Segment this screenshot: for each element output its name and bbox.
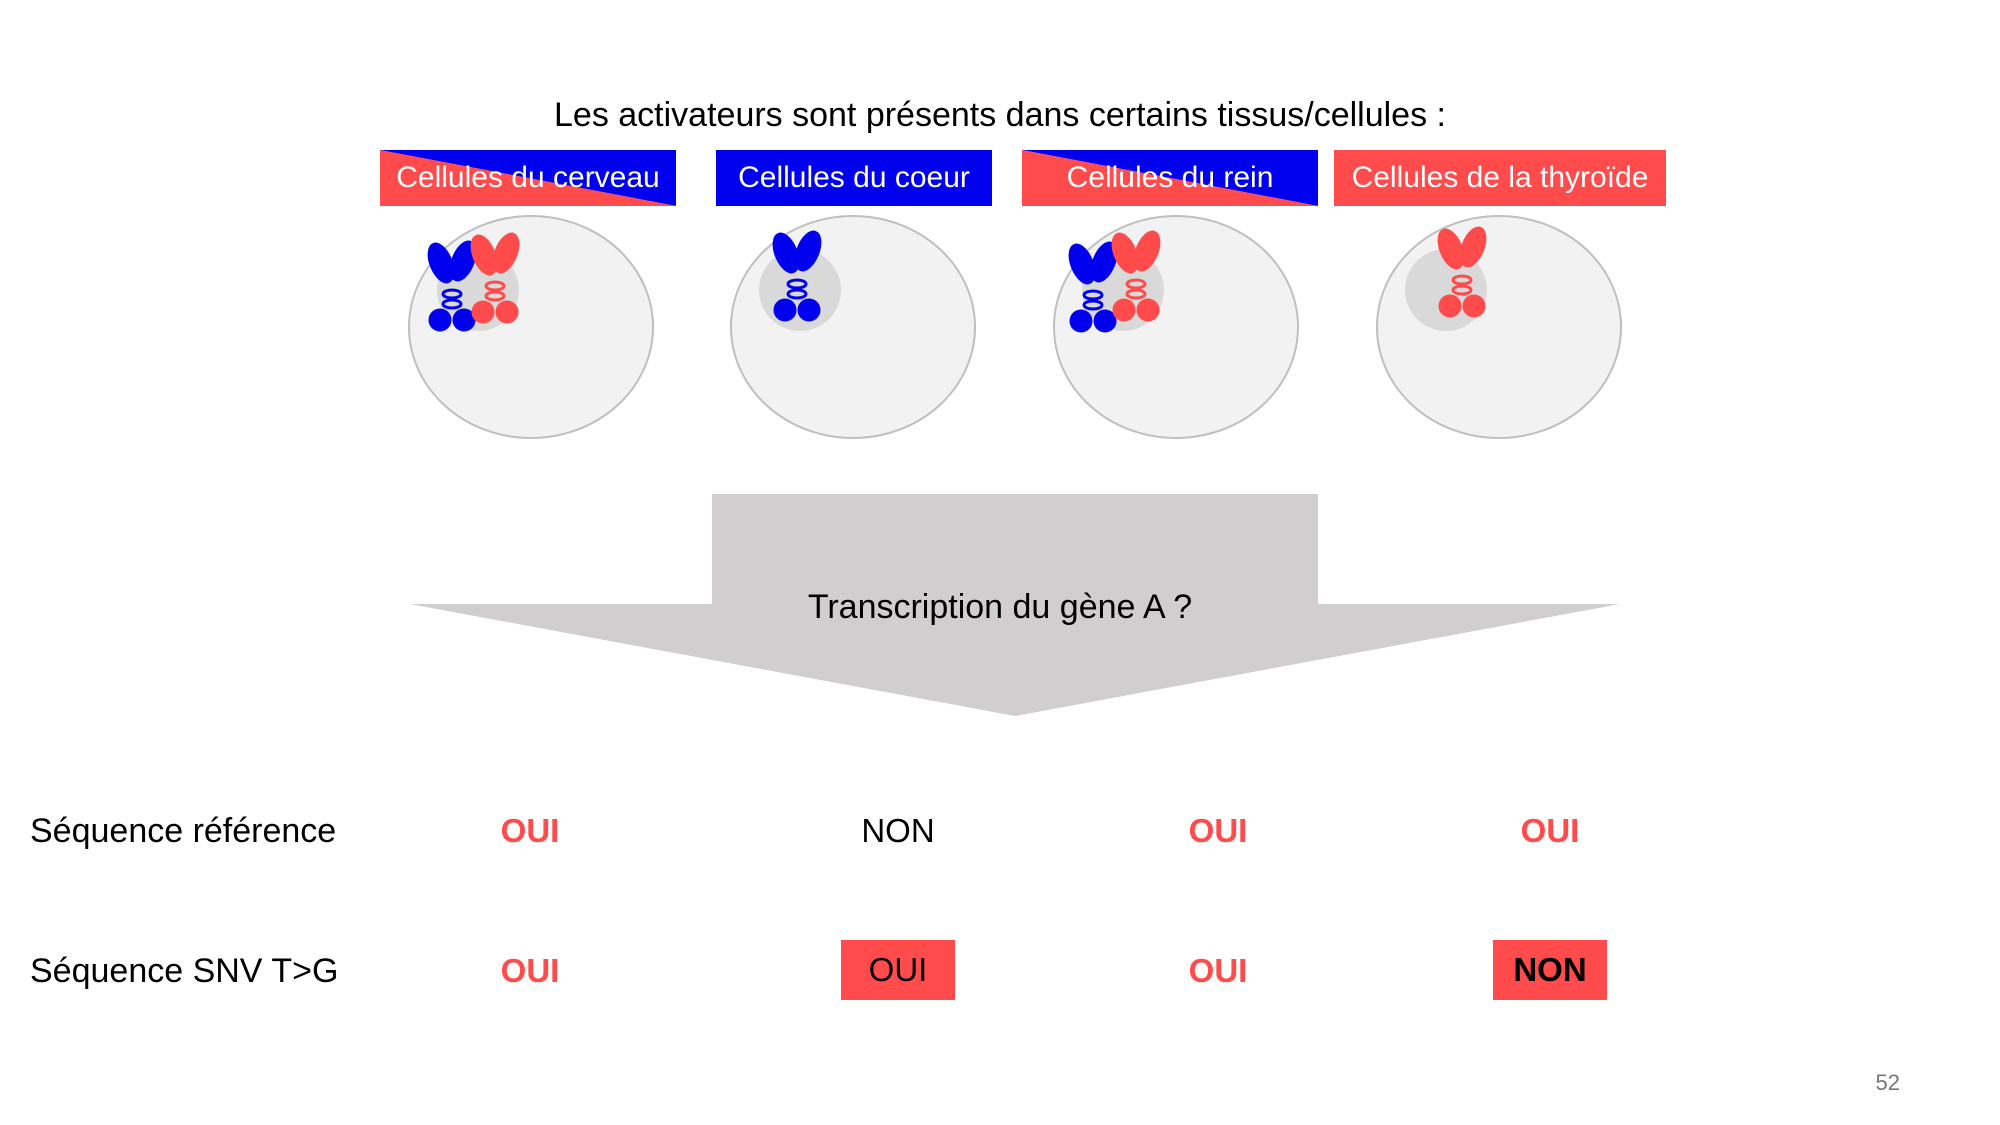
answer-reference-kidney: OUI (1188, 812, 1248, 849)
answer-snv-thyroid-highlighted: NON (1493, 940, 1607, 1000)
kidney-label-background (1022, 150, 1318, 206)
label-brain-cells: Cellules du cerveau (380, 150, 676, 206)
down-arrow (410, 494, 1620, 716)
answer-snv-kidney: OUI (1188, 952, 1248, 989)
answer-reference-heart: NON (861, 812, 935, 849)
cell-heart (730, 215, 976, 439)
page-number: 52 (1875, 1070, 1900, 1095)
cell-thyroid (1376, 215, 1622, 439)
arrow-question: Transcription du gène A ? (807, 588, 1193, 626)
row-label-snv: Séquence SNV T>G (30, 952, 339, 990)
label-heart-cells: Cellules du coeur (716, 150, 992, 206)
cell-brain (408, 215, 654, 439)
answer-reference-thyroid: OUI (1520, 812, 1580, 849)
label-thyroid-cells: Cellules de la thyroïde (1334, 150, 1666, 206)
label-kidney-cells: Cellules du rein (1022, 150, 1318, 206)
kidney-cells-label-text: Cellules du rein (1066, 161, 1274, 194)
answer-snv-brain: OUI (500, 952, 560, 989)
heart-cells-label-text: Cellules du coeur (738, 161, 970, 194)
slide-title: Les activateurs sont présents dans certa… (554, 96, 1446, 134)
brain-cells-label-text: Cellules du cerveau (396, 161, 660, 194)
answer-snv-heart-highlighted: OUI (841, 940, 955, 1000)
cell-kidney (1053, 215, 1299, 439)
answer-reference-brain: OUI (500, 812, 560, 849)
row-label-reference: Séquence référence (30, 812, 337, 850)
thyroid-cells-label-text: Cellules de la thyroïde (1351, 161, 1649, 194)
brain-label-background (380, 150, 676, 206)
